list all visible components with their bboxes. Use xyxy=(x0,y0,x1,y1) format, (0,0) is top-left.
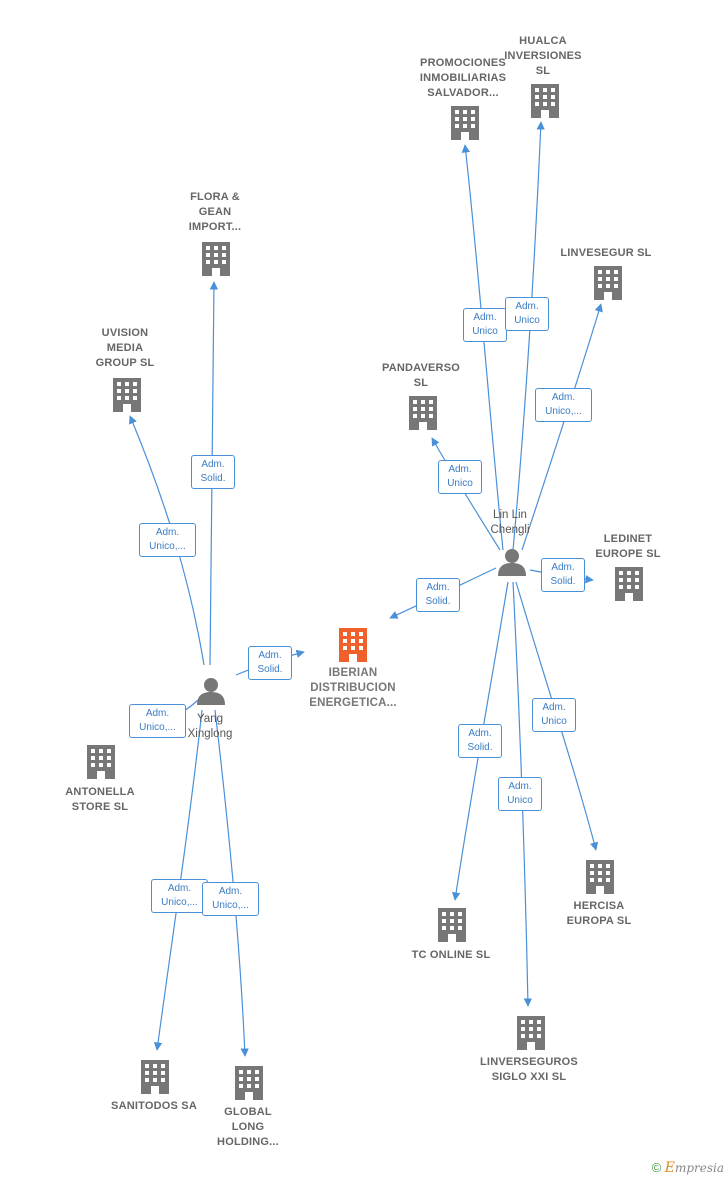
yang-label[interactable]: Yang Xinglong xyxy=(187,713,233,740)
tconline-building-icon[interactable] xyxy=(438,908,466,942)
hualca-label[interactable]: HUALCA INVERSIONES SL xyxy=(504,35,582,77)
linverseguros-building-icon[interactable] xyxy=(517,1016,545,1050)
hercisa-label[interactable]: HERCISA EUROPA SL xyxy=(566,900,632,927)
linvesegur-building-icon[interactable] xyxy=(594,266,622,300)
copyright-icon: © xyxy=(651,1160,662,1175)
edge-label-lin-iberian: Adm. Solid. xyxy=(416,578,460,612)
lin-label[interactable]: Lin Lin Chengli xyxy=(490,509,530,536)
edge-label-yang-iberian: Adm. Solid. xyxy=(248,646,292,680)
tconline-label[interactable]: TC ONLINE SL xyxy=(411,949,491,961)
hercisa-building-icon[interactable] xyxy=(586,860,614,894)
sanitodos-building-icon[interactable] xyxy=(141,1060,169,1094)
pandaverso-label[interactable]: PANDAVERSO SL xyxy=(382,362,460,389)
yang-person-icon[interactable] xyxy=(197,678,225,705)
brand-logo-e: E xyxy=(664,1160,675,1176)
flora-label[interactable]: FLORA & GEAN IMPORT... xyxy=(188,191,242,233)
edge-label-lin-promociones: Adm. Unico xyxy=(463,308,507,342)
edge-label-lin-linverseguros: Adm. Unico xyxy=(498,777,542,811)
lin-person-icon[interactable] xyxy=(498,549,526,576)
uvision-label[interactable]: UVISION MEDIA GROUP SL xyxy=(95,327,155,369)
edge-lin-linvesegur xyxy=(521,303,603,551)
edge-label-lin-linvesegur: Adm. Unico,... xyxy=(535,388,592,422)
antonella-label[interactable]: ANTONELLA STORE SL xyxy=(65,786,135,813)
brand-logo-text: mpresia xyxy=(674,1161,724,1175)
edge-label-lin-hercisa: Adm. Unico xyxy=(532,698,576,732)
antonella-building-icon[interactable] xyxy=(87,745,115,779)
edge-label-yang-antonella: Adm. Unico,... xyxy=(129,704,186,738)
brand-footer[interactable]: © Empresia xyxy=(652,1160,724,1176)
global-building-icon[interactable] xyxy=(235,1066,263,1100)
sanitodos-label[interactable]: SANITODOS SA xyxy=(111,1100,197,1112)
edge-yang-global xyxy=(214,709,249,1057)
edge-label-lin-pandaverso: Adm. Unico xyxy=(438,460,482,494)
pandaverso-building-icon[interactable] xyxy=(409,396,437,430)
promociones-building-icon[interactable] xyxy=(451,106,479,140)
global-label[interactable]: GLOBAL LONG HOLDING... xyxy=(217,1106,279,1148)
edge-label-yang-flora: Adm. Solid. xyxy=(191,455,235,489)
iberian-label[interactable]: IBERIAN DISTRIBUCION ENERGETICA... xyxy=(309,667,397,709)
ledinet-building-icon[interactable] xyxy=(615,567,643,601)
edge-label-yang-global: Adm. Unico,... xyxy=(202,882,259,916)
edge-label-yang-uvision: Adm. Unico,... xyxy=(139,523,196,557)
edge-label-lin-tconline: Adm. Solid. xyxy=(458,724,502,758)
hualca-building-icon[interactable] xyxy=(531,84,559,118)
edge-label-yang-sanitodos: Adm. Unico,... xyxy=(151,879,208,913)
iberian-building-icon[interactable] xyxy=(339,628,367,662)
linverseguros-label[interactable]: LINVERSEGUROS SIGLO XXI SL xyxy=(480,1056,578,1083)
ledinet-label[interactable]: LEDINET EUROPE SL xyxy=(595,533,661,560)
uvision-building-icon[interactable] xyxy=(113,378,141,412)
flora-building-icon[interactable] xyxy=(202,242,230,276)
edge-lin-hualca xyxy=(512,121,545,551)
edge-label-lin-hualca: Adm. Unico xyxy=(505,297,549,331)
promociones-label[interactable]: PROMOCIONES INMOBILIARIAS SALVADOR... xyxy=(419,57,507,99)
edge-yang-flora xyxy=(209,281,219,666)
linvesegur-label[interactable]: LINVESEGUR SL xyxy=(560,247,652,259)
edge-label-lin-ledinet: Adm. Solid. xyxy=(541,558,585,592)
